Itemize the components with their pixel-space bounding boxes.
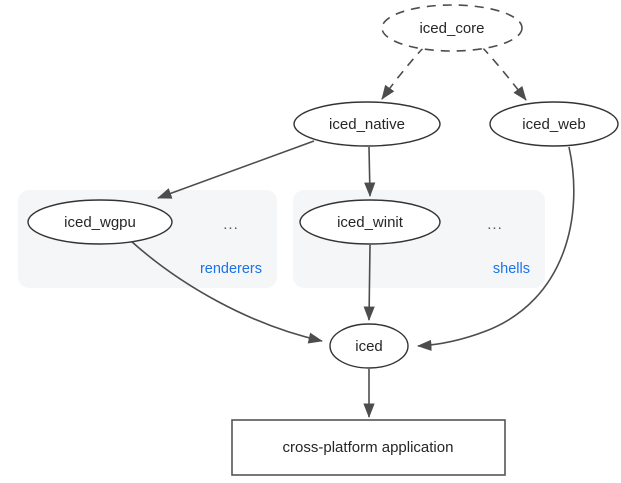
node-iced-core[interactable]: iced_core: [381, 4, 523, 52]
node-iced-wgpu-shape[interactable]: [27, 199, 173, 245]
group-shells-ellipsis: ...: [487, 216, 503, 233]
node-cross-platform-application-shape[interactable]: [231, 419, 506, 476]
node-iced-label: iced: [355, 338, 383, 355]
group-renderers-ellipsis: ...: [223, 216, 239, 233]
edge-iced-core-to-iced-native: [381, 46, 425, 100]
node-iced-web[interactable]: iced_web: [489, 101, 619, 147]
edge-iced-native-to-iced-wgpu: [157, 140, 315, 199]
node-iced-web-label: iced_web: [522, 116, 585, 133]
group-renderers-label: renderers: [200, 261, 262, 277]
node-iced-core-shape[interactable]: [381, 4, 523, 52]
node-iced-native[interactable]: iced_native: [293, 101, 441, 147]
group-shells-label: shells: [493, 261, 530, 277]
node-iced-native-label: iced_native: [329, 116, 405, 133]
edge-iced-core-to-iced-web: [481, 46, 527, 101]
node-iced-winit-shape[interactable]: [299, 199, 441, 245]
edge-layer: [130, 46, 575, 418]
edge-iced-wgpu-to-iced: [130, 240, 323, 344]
node-iced-wgpu[interactable]: iced_wgpu: [27, 199, 173, 245]
node-iced-winit[interactable]: iced_winit: [299, 199, 441, 245]
node-iced-winit-label: iced_winit: [337, 214, 404, 231]
node-cross-platform-application[interactable]: cross-platform application: [231, 419, 506, 476]
node-iced[interactable]: iced: [329, 323, 409, 369]
edge-iced-web-to-iced: [417, 146, 575, 351]
node-iced-web-shape[interactable]: [489, 101, 619, 147]
node-iced-core-label: iced_core: [419, 20, 484, 37]
edge-iced-winit-to-iced: [363, 244, 375, 321]
node-cross-platform-application-label: cross-platform application: [283, 439, 454, 456]
node-iced-native-shape[interactable]: [293, 101, 441, 147]
node-iced-wgpu-label: iced_wgpu: [64, 214, 136, 231]
edge-iced-native-to-iced-winit: [364, 146, 376, 197]
node-iced-shape[interactable]: [329, 323, 409, 369]
